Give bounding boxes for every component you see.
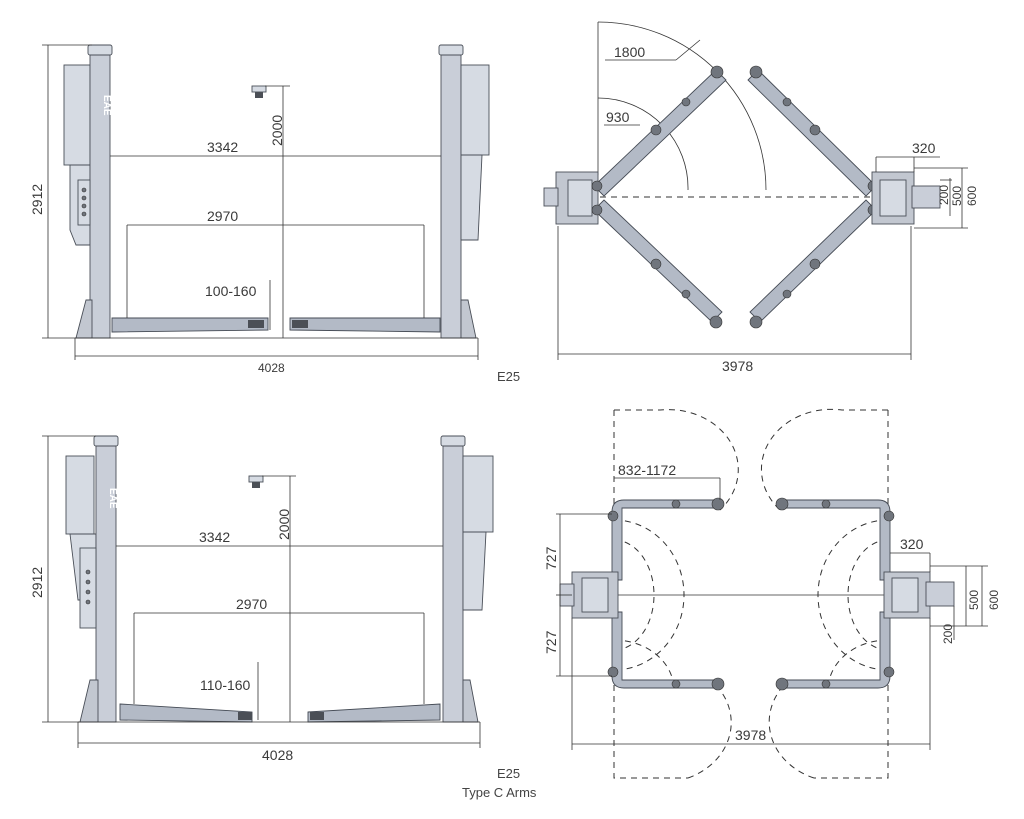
left-arm-b xyxy=(119,703,253,723)
column-logo-b: EAE xyxy=(107,488,118,509)
left-arms-plan xyxy=(591,65,727,329)
dim-width-drive: 2970 xyxy=(207,208,238,224)
dim-600-b: 600 xyxy=(987,590,1001,610)
dim-500-b: 500 xyxy=(967,590,981,610)
ceiling-sensor-b xyxy=(248,475,264,483)
dim-height-clear-b: 2000 xyxy=(276,509,292,540)
dim-arm-reach-long: 1800 xyxy=(614,44,645,60)
dim-height-total-b: 2912 xyxy=(29,567,45,598)
left-column-b xyxy=(95,443,117,723)
plan-view-bottom: 832-1172 727 727 320 500 600 200 3978 xyxy=(543,408,1001,779)
left-motor-housing-b xyxy=(65,455,95,535)
right-arm xyxy=(289,317,441,333)
dim-width-base: 4028 xyxy=(258,361,285,375)
dim-200-b: 200 xyxy=(941,624,955,644)
dim-200: 200 xyxy=(937,185,951,205)
control-buttons-b xyxy=(85,569,91,605)
left-motor-housing xyxy=(63,64,91,166)
plan-view-top: 1800 930 xyxy=(543,21,979,374)
right-c-arms xyxy=(775,497,895,691)
right-column xyxy=(440,51,462,339)
dim-width-base-b: 4028 xyxy=(262,747,293,763)
control-panel xyxy=(77,179,91,226)
dim-overall: 3978 xyxy=(722,358,753,374)
front-view-top: EAE 2912 3342 2000 2970 100-160 xyxy=(29,44,490,375)
dim-pad-height-b: 110-160 xyxy=(200,677,251,693)
dim-overall-b: 3978 xyxy=(735,727,766,743)
dim-width-columns-b: 3342 xyxy=(199,529,230,545)
caption-model-bottom: E25 xyxy=(497,766,520,781)
dim-pad-offset: 320 xyxy=(912,140,936,156)
dim-width-columns: 3342 xyxy=(207,139,238,155)
right-arm-b xyxy=(307,703,441,723)
dim-pad-offset-b: 320 xyxy=(900,536,924,552)
dim-600: 600 xyxy=(965,186,979,206)
right-column-b xyxy=(442,443,464,723)
control-buttons xyxy=(81,187,87,217)
dim-pad-height: 100-160 xyxy=(205,283,257,299)
ceiling-sensor xyxy=(251,85,267,93)
dim-height-total: 2912 xyxy=(29,184,45,215)
dim-arm-offset-bot: 727 xyxy=(543,630,559,654)
left-arm xyxy=(111,317,269,333)
dim-arm-reach-short: 930 xyxy=(606,109,630,125)
left-c-arms xyxy=(607,497,725,691)
dim-arm-offset-top: 727 xyxy=(543,546,559,570)
caption-variant: Type C Arms xyxy=(462,785,537,800)
dim-height-clear: 2000 xyxy=(269,115,285,146)
dim-arm-range: 832-1172 xyxy=(618,462,676,478)
dim-width-drive-b: 2970 xyxy=(236,596,267,612)
dim-500: 500 xyxy=(950,186,964,206)
left-lower-cover-b xyxy=(79,547,97,629)
caption-model-top: E25 xyxy=(497,369,520,384)
column-logo: EAE xyxy=(101,95,112,116)
front-view-bottom: EAE 2912 3342 2000 2970 110-160 4028 xyxy=(29,435,494,763)
